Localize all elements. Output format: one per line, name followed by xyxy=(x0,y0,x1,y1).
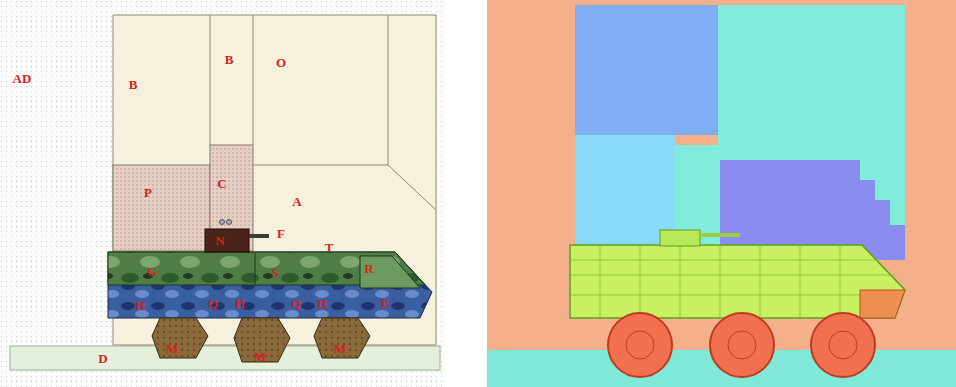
region-letter: P xyxy=(144,186,152,199)
region-letter: N xyxy=(215,234,224,247)
region-letter: H xyxy=(317,297,327,310)
region-letter: Q xyxy=(291,297,301,310)
vehicle-drawing xyxy=(108,220,432,363)
region-letter: AD xyxy=(13,72,32,85)
grid-background xyxy=(0,0,445,387)
region-letter: H xyxy=(135,299,145,312)
region-letter: B xyxy=(225,53,234,66)
region-letter: R xyxy=(364,262,373,275)
region-letter: F xyxy=(277,227,285,240)
region-p xyxy=(113,165,210,251)
region-letter: S xyxy=(271,266,278,279)
region-letter: M xyxy=(254,350,266,363)
region-letter: H xyxy=(235,297,245,310)
region-letter: A xyxy=(292,195,301,208)
region-letter: Q xyxy=(208,297,218,310)
region-letter: C xyxy=(217,177,226,190)
region-letter: M xyxy=(334,342,346,355)
region-letter: O xyxy=(276,56,286,69)
ground-strip xyxy=(10,346,440,370)
region-letter: G xyxy=(147,265,157,278)
region-letter: T xyxy=(325,241,334,254)
region-letter: M xyxy=(166,342,178,355)
mesh-result xyxy=(487,0,956,387)
region-letter: B xyxy=(129,78,138,91)
region-letter: D xyxy=(98,352,107,365)
region-letter: E xyxy=(381,296,390,309)
region-lines xyxy=(210,15,436,210)
